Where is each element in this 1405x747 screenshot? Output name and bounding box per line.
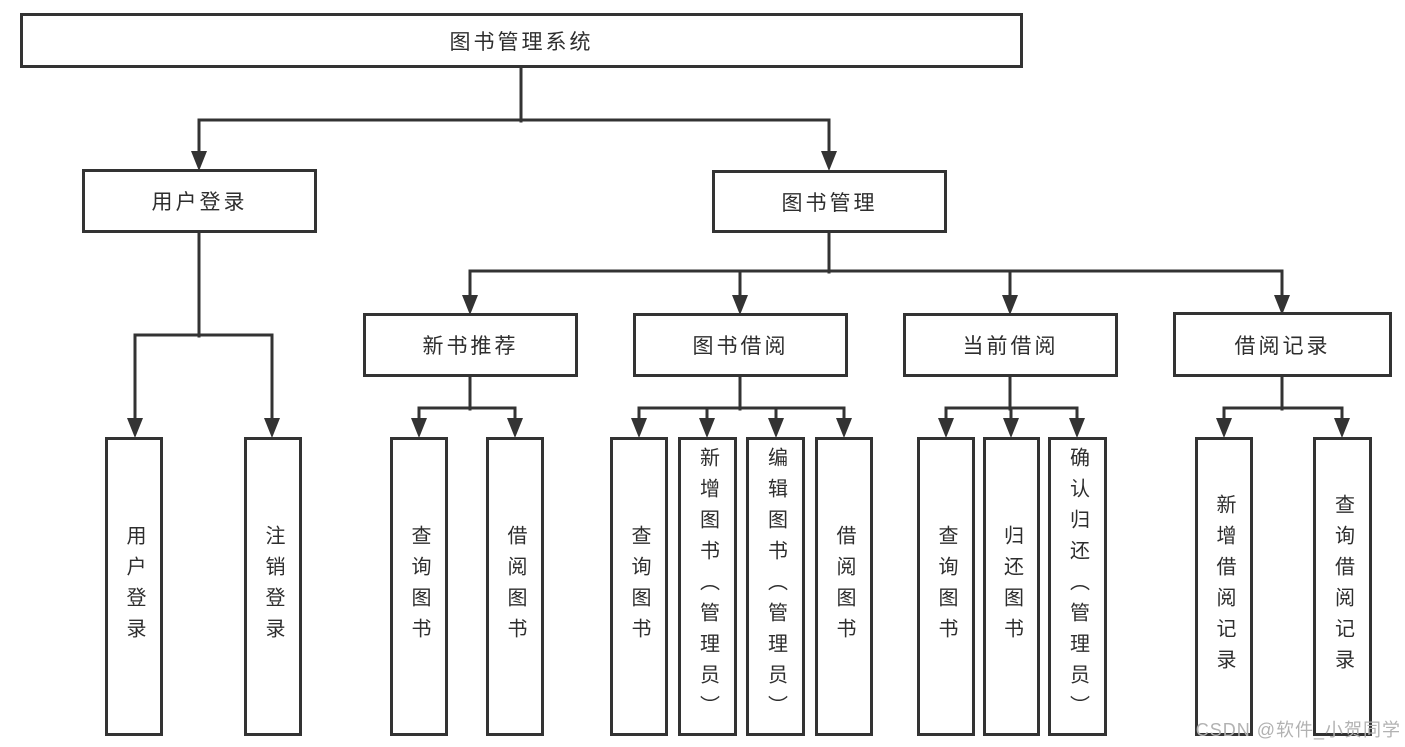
watermark: CSDN @软件_小贺同学 [1195, 720, 1401, 740]
node-user-login-label: 用户登录 [151, 191, 248, 214]
leaf-bb-add-book-admin-label: 新增图书（管理员） [696, 447, 719, 726]
node-user-login: 用户登录 [82, 169, 317, 233]
node-root-label: 图书管理系统 [449, 30, 594, 54]
leaf-cb-confirm-return-admin-label: 确认归还（管理员） [1066, 447, 1089, 726]
leaf-cb-query-books-label: 查询图书 [935, 524, 957, 649]
leaf-cb-query-books: 查询图书 [917, 437, 975, 736]
leaf-bb-borrow-books: 借阅图书 [815, 437, 873, 736]
leaf-bb-edit-book-admin: 编辑图书（管理员） [746, 437, 805, 736]
leaf-logout: 注销登录 [244, 437, 302, 736]
leaf-br-query-record-label: 查询借阅记录 [1331, 493, 1354, 680]
leaf-nbr-borrow-books-label: 借阅图书 [504, 524, 526, 649]
leaf-nbr-query-books: 查询图书 [390, 437, 448, 736]
leaf-bb-query-books: 查询图书 [610, 437, 668, 736]
node-new-book-recommendation-label: 新书推荐 [422, 335, 519, 358]
leaf-bb-edit-book-admin-label: 编辑图书（管理员） [764, 447, 787, 726]
leaf-user-login-label: 用户登录 [123, 524, 145, 649]
node-current-borrowing-label: 当前借阅 [962, 335, 1059, 358]
leaf-br-query-record: 查询借阅记录 [1313, 437, 1372, 736]
leaf-user-login: 用户登录 [105, 437, 163, 736]
leaf-logout-label: 注销登录 [262, 524, 284, 649]
leaf-cb-confirm-return-admin: 确认归还（管理员） [1048, 437, 1107, 736]
leaf-bb-query-books-label: 查询图书 [628, 524, 650, 649]
leaf-nbr-borrow-books: 借阅图书 [486, 437, 544, 736]
node-root: 图书管理系统 [20, 13, 1023, 68]
node-new-book-recommendation: 新书推荐 [363, 313, 578, 377]
leaf-bb-borrow-books-label: 借阅图书 [833, 524, 855, 649]
node-borrowing-records: 借阅记录 [1173, 312, 1392, 377]
node-borrowing-records-label: 借阅记录 [1234, 334, 1331, 358]
leaf-bb-add-book-admin: 新增图书（管理员） [678, 437, 737, 736]
node-book-borrowing: 图书借阅 [633, 313, 848, 377]
leaf-br-add-record: 新增借阅记录 [1195, 437, 1253, 736]
leaf-cb-return-book-label: 归还图书 [1000, 524, 1023, 649]
node-current-borrowing: 当前借阅 [903, 313, 1118, 377]
leaf-nbr-query-books-label: 查询图书 [408, 524, 430, 649]
leaf-cb-return-book: 归还图书 [983, 437, 1040, 736]
node-book-management: 图书管理 [712, 170, 947, 233]
connector-path [133, 66, 1344, 422]
node-book-management-label: 图书管理 [781, 191, 878, 215]
leaf-br-add-record-label: 新增借阅记录 [1213, 493, 1235, 680]
node-book-borrowing-label: 图书借阅 [692, 335, 789, 358]
